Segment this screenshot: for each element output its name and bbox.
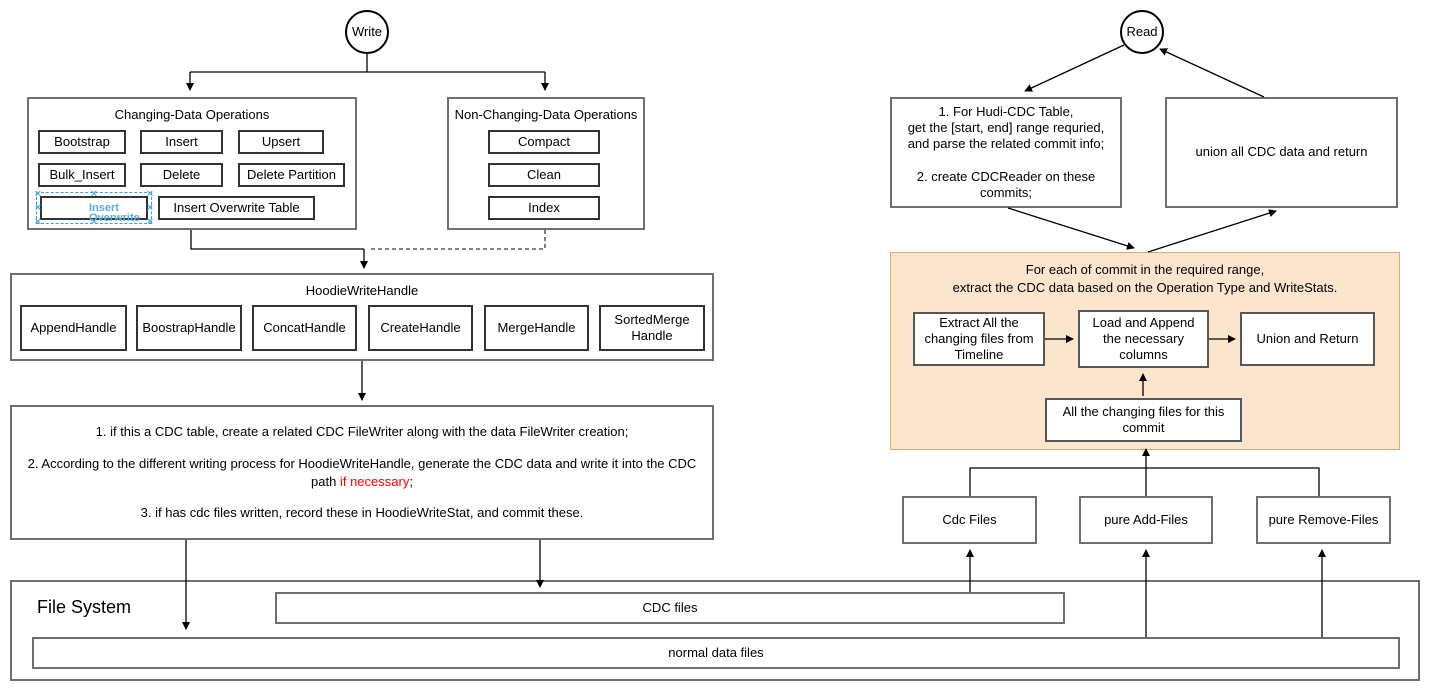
op-delete-label: Delete xyxy=(162,166,201,182)
handle-concat[interactable]: ConcatHandle xyxy=(252,305,357,351)
op-delete[interactable]: Delete xyxy=(140,163,223,187)
handle-create-label: CreateHandle xyxy=(380,319,461,335)
op-upsert[interactable]: Upsert xyxy=(238,130,324,154)
handle-create[interactable]: CreateHandle xyxy=(368,305,473,351)
all-changing-files-label: All the changing files for this commit xyxy=(1062,403,1225,435)
op-clean[interactable]: Clean xyxy=(488,163,600,187)
handle-boostrap-label: BoostrapHandle xyxy=(142,319,236,335)
union-and-return-label: Union and Return xyxy=(1256,330,1359,346)
write-step-2-text: 2. According to the different writing pr… xyxy=(27,455,697,489)
op-compact-label: Compact xyxy=(517,133,571,149)
per-commit-title-line1: For each of commit in the required range… xyxy=(1025,262,1265,277)
op-index-label: Index xyxy=(528,199,560,215)
cdc-files-store[interactable]: CDC files xyxy=(275,592,1065,624)
hoodie-write-handle-group[interactable]: HoodieWriteHandle xyxy=(10,273,714,361)
op-bootstrap[interactable]: Bootstrap xyxy=(38,130,126,154)
op-insert[interactable]: Insert xyxy=(140,130,223,154)
op-upsert-label: Upsert xyxy=(261,133,301,149)
selection-handle-icon[interactable]: × xyxy=(34,216,42,228)
normal-data-files-store[interactable]: normal data files xyxy=(32,637,1400,669)
handle-sorted-merge[interactable]: SortedMerge Handle xyxy=(599,305,705,351)
hoodie-write-handle-title: HoodieWriteHandle xyxy=(305,283,419,298)
all-changing-files-node[interactable]: All the changing files for this commit xyxy=(1045,398,1242,442)
read-start-node[interactable]: Read xyxy=(1120,10,1164,54)
handle-append[interactable]: AppendHandle xyxy=(20,305,127,351)
non-changing-data-operations-title: Non-Changing-Data Operations xyxy=(454,107,638,122)
selection-handle-icon[interactable]: × xyxy=(146,216,154,228)
per-commit-title-line2: extract the CDC data based on the Operat… xyxy=(952,280,1338,296)
write-step-2: 2. According to the different writing pr… xyxy=(20,455,704,490)
file-system-title: File System xyxy=(37,597,132,617)
handle-sorted-merge-label: SortedMerge Handle xyxy=(614,311,690,343)
selection-handle-icon[interactable]: × xyxy=(34,202,42,214)
op-index[interactable]: Index xyxy=(488,196,600,220)
changing-data-operations-title: Changing-Data Operations xyxy=(114,107,270,122)
write-steps-box[interactable]: 1. if this a CDC table, create a related… xyxy=(10,405,714,540)
selection-handle-icon[interactable]: × xyxy=(90,188,98,200)
normal-data-files-store-label: normal data files xyxy=(668,644,764,660)
op-delete-partition[interactable]: Delete Partition xyxy=(238,163,345,187)
union-and-return-node[interactable]: Union and Return xyxy=(1240,312,1375,366)
read-step-box-text: 1. For Hudi-CDC Table, get the [start, e… xyxy=(907,103,1105,200)
handle-append-label: AppendHandle xyxy=(30,319,117,335)
handle-concat-label: ConcatHandle xyxy=(263,319,346,335)
handle-boostrap[interactable]: BoostrapHandle xyxy=(136,305,242,351)
op-delete-partition-label: Delete Partition xyxy=(247,166,336,182)
op-insert-label: Insert xyxy=(165,133,198,149)
op-insert-overwrite-table[interactable]: Insert Overwrite Table xyxy=(158,196,315,220)
write-start-node[interactable]: Write xyxy=(345,10,389,54)
read-label: Read xyxy=(1126,23,1158,39)
union-all-cdc-label: union all CDC data and return xyxy=(1195,144,1368,160)
op-insert-overwrite-label: Insert Overwrite xyxy=(89,202,140,224)
selection-handle-icon[interactable]: × xyxy=(146,188,154,200)
cdc-files-group-label: Cdc Files xyxy=(942,511,997,527)
extract-changing-files-label: Extract All the changing files from Time… xyxy=(924,314,1034,363)
handle-merge-label: MergeHandle xyxy=(497,319,576,335)
cdc-files-group-node[interactable]: Cdc Files xyxy=(902,496,1037,544)
pure-remove-files-node[interactable]: pure Remove-Files xyxy=(1256,496,1391,544)
cdc-files-store-label: CDC files xyxy=(642,599,698,615)
pure-add-files-label: pure Add-Files xyxy=(1104,511,1188,527)
union-all-cdc-box[interactable]: union all CDC data and return xyxy=(1165,97,1398,208)
load-append-columns-label: Load and Append the necessary columns xyxy=(1092,314,1195,363)
write-step-1: 1. if this a CDC table, create a related… xyxy=(95,424,629,440)
load-append-columns-node[interactable]: Load and Append the necessary columns xyxy=(1078,310,1209,368)
write-label: Write xyxy=(351,23,383,39)
op-bootstrap-label: Bootstrap xyxy=(54,133,110,149)
op-bulk-insert[interactable]: Bulk_Insert xyxy=(38,163,126,187)
op-bulk-insert-label: Bulk_Insert xyxy=(49,166,115,182)
selection-handle-icon[interactable]: × xyxy=(34,188,42,200)
pure-add-files-node[interactable]: pure Add-Files xyxy=(1079,496,1213,544)
per-commit-title: For each of commit in the required range… xyxy=(891,261,1399,297)
write-step-2-suffix: ; xyxy=(409,473,413,489)
op-compact[interactable]: Compact xyxy=(488,130,600,154)
selection-handle-icon[interactable]: × xyxy=(90,216,98,228)
write-step-3: 3. if has cdc files written, record thes… xyxy=(140,505,584,521)
selection-handle-icon[interactable]: × xyxy=(146,202,154,214)
extract-changing-files-node[interactable]: Extract All the changing files from Time… xyxy=(913,312,1045,366)
op-insert-overwrite-selected[interactable]: Insert Overwrite × × × × × × × × xyxy=(35,189,153,228)
op-insert-overwrite-table-label: Insert Overwrite Table xyxy=(173,199,300,215)
handle-merge[interactable]: MergeHandle xyxy=(484,305,589,351)
op-clean-label: Clean xyxy=(527,166,561,182)
write-step-2-highlight: if necessary xyxy=(339,473,410,489)
pure-remove-files-label: pure Remove-Files xyxy=(1268,511,1379,527)
read-step-box[interactable]: 1. For Hudi-CDC Table, get the [start, e… xyxy=(890,97,1122,208)
